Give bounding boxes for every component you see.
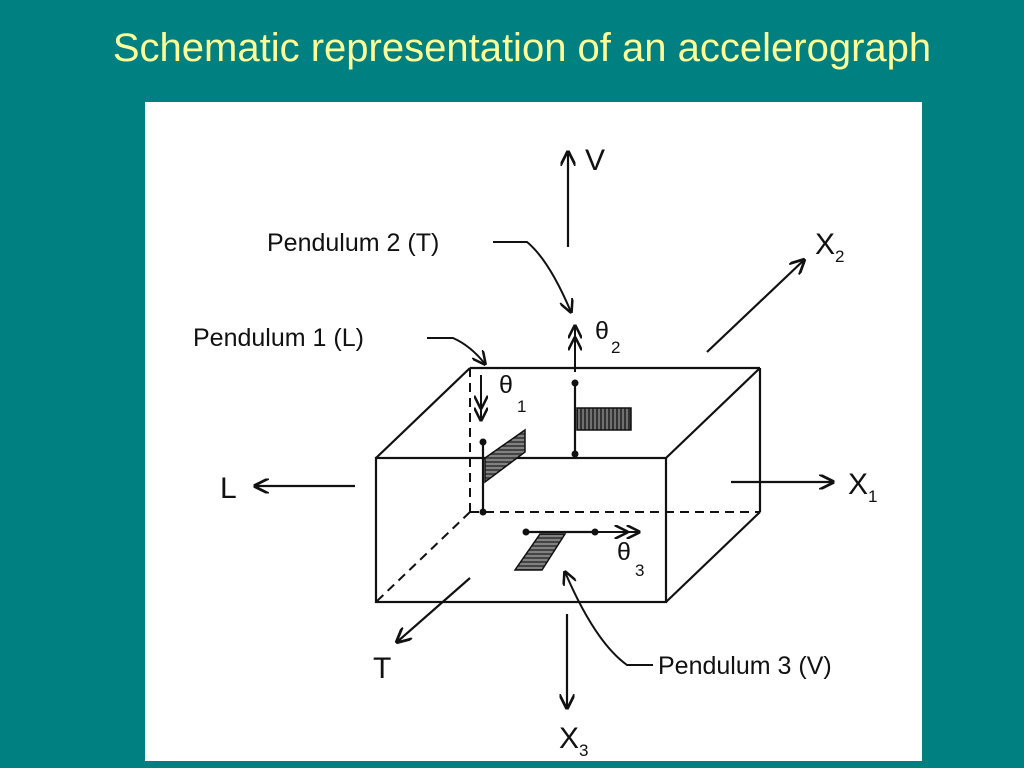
box-front-face	[374, 456, 668, 604]
svg-text:X: X	[848, 468, 868, 501]
svg-text:1: 1	[517, 397, 526, 416]
pendulum-3-leader	[565, 572, 653, 666]
accelerograph-figure: V X 2 X 1 L T X 3 Pendulum 2 (T) Pendulu…	[145, 102, 922, 761]
accelerograph-schematic: V X 2 X 1 L T X 3 Pendulum 2 (T) Pendulu…	[193, 144, 877, 760]
box-edge-top-right	[665, 367, 761, 459]
axis-t-label: T	[373, 652, 391, 685]
svg-text:3: 3	[635, 561, 644, 580]
svg-text:X: X	[559, 722, 579, 755]
svg-text:X: X	[815, 228, 835, 261]
box-edge-bottom-right	[665, 511, 761, 603]
pendulum-3-label: Pendulum 3 (V)	[658, 652, 832, 680]
axis-v-label: V	[585, 144, 605, 177]
pendulum-3-element	[513, 528, 599, 571]
pendulum-2-element	[571, 379, 632, 458]
box-hidden-edges	[375, 368, 760, 603]
svg-text:θ: θ	[595, 317, 609, 345]
svg-text:1: 1	[868, 487, 877, 506]
theta-3-label: θ 3	[617, 538, 644, 580]
theta-1-label: θ 1	[499, 371, 526, 416]
theta-2-label: θ 2	[595, 317, 620, 357]
pendulum-1-leader	[427, 337, 485, 364]
svg-text:3: 3	[579, 741, 588, 760]
slide-title: Schematic representation of an accelerog…	[112, 26, 932, 70]
box-edge-top-left	[375, 367, 471, 459]
axis-x1-label: X 1	[848, 468, 877, 506]
svg-text:θ: θ	[499, 371, 513, 399]
axis-t-arrow	[397, 577, 471, 642]
axis-l-label: L	[220, 472, 237, 505]
axis-x2-label: X 2	[815, 228, 844, 266]
pendulum-2-label: Pendulum 2 (T)	[267, 229, 439, 257]
instrument-box	[374, 366, 762, 604]
axis-x3-label: X 3	[559, 722, 588, 760]
svg-text:2: 2	[835, 247, 844, 266]
svg-text:2: 2	[611, 338, 620, 357]
svg-text:θ: θ	[617, 538, 631, 566]
axis-x2-arrow	[706, 260, 804, 353]
pendulum-1-label: Pendulum 1 (L)	[193, 324, 364, 352]
pendulum-2-leader	[493, 241, 571, 312]
pendulum-1-element	[479, 428, 526, 516]
